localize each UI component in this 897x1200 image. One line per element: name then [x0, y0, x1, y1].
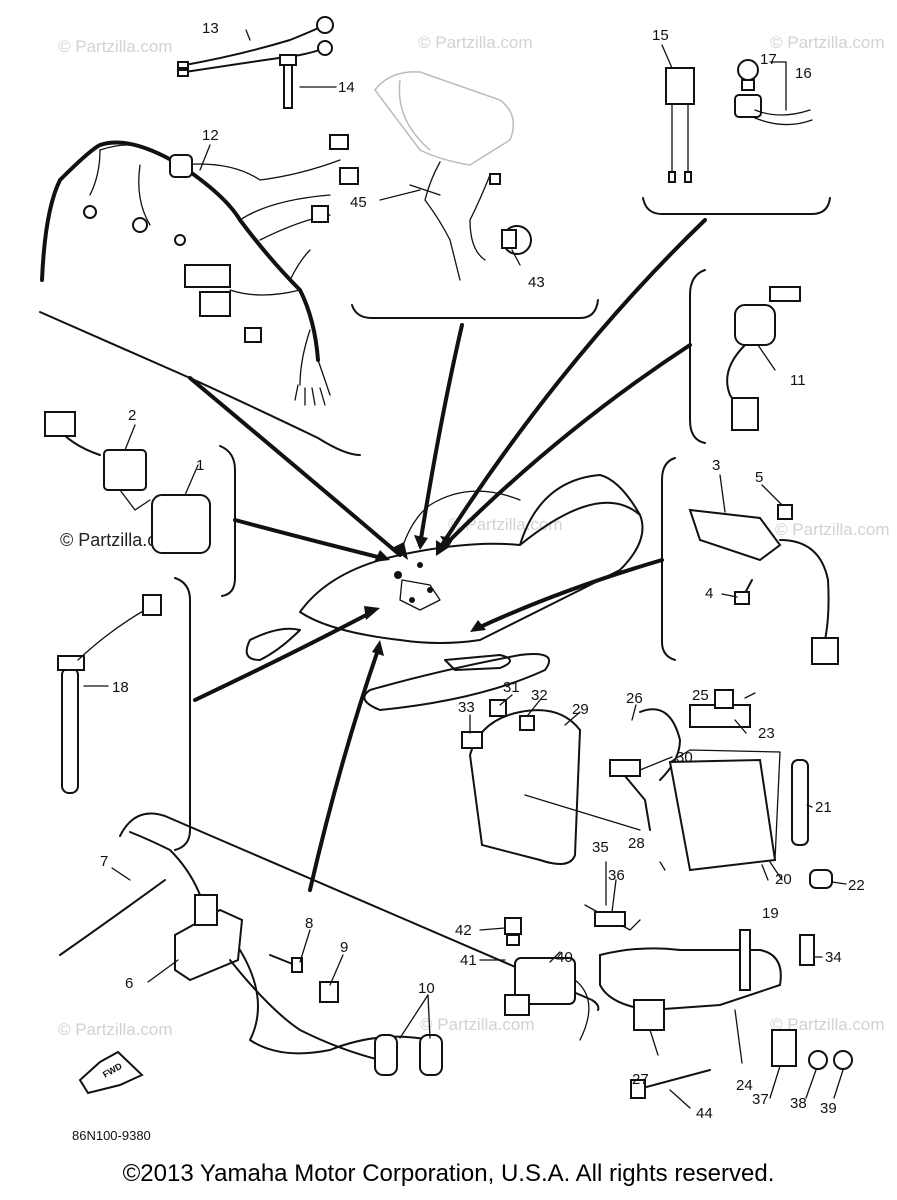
callout-26: 26 [626, 690, 643, 707]
callout-1: 1 [196, 457, 204, 474]
callout-43: 43 [528, 274, 545, 291]
callout-6: 6 [125, 975, 133, 992]
callout-14: 14 [338, 79, 355, 96]
callout-11: 11 [790, 372, 806, 389]
watermark: © Partzilla.com [58, 1020, 173, 1039]
forward-arrow-icon: FWD [78, 1050, 144, 1095]
callout-30: 30 [676, 749, 693, 766]
callout-45: 45 [350, 194, 367, 211]
main-switch-11 [726, 286, 801, 431]
callout-12: 12 [202, 127, 219, 144]
wire-harness-12 [40, 134, 359, 406]
callout-10: 10 [418, 980, 435, 997]
ignition-coil-6-10 [59, 831, 443, 1076]
handlebar-switch-1-2 [44, 411, 211, 554]
cable-band-14 [279, 54, 297, 109]
watermark: © Partzilla.com [775, 520, 890, 539]
watermark: © Partzilla.com [58, 37, 173, 56]
callout-33: 33 [458, 699, 475, 716]
callout-labels: 13 14 12 45 43 15 17 16 11 2 1 3 5 4 18 … [100, 20, 865, 1122]
leader-arrows [188, 218, 707, 892]
handlebar-switch-43-45 [374, 71, 532, 281]
callout-41: 41 [460, 952, 477, 969]
wire-lead-13 [177, 16, 334, 77]
callout-3: 3 [712, 457, 720, 474]
callout-9: 9 [340, 939, 348, 956]
callout-40: 40 [556, 949, 573, 966]
callout-2: 2 [128, 407, 136, 424]
battery-assembly [461, 689, 853, 1099]
watermark-prominent: © Partzilla.com [60, 530, 181, 550]
fuel-sender-18 [57, 594, 162, 794]
callout-42: 42 [455, 922, 472, 939]
callout-4: 4 [705, 585, 713, 602]
callout-13: 13 [202, 20, 219, 37]
callout-35: 35 [592, 839, 609, 856]
callout-25: 25 [692, 687, 709, 704]
regulator-3-4-5 [688, 504, 839, 665]
watermark: © Partzilla.com [770, 33, 885, 52]
callout-15: 15 [652, 27, 669, 44]
watermark: © Partzilla.com [448, 515, 563, 534]
callout-44: 44 [696, 1105, 713, 1122]
relay-15 [665, 67, 695, 183]
callout-28: 28 [628, 835, 645, 852]
vehicle-outline [245, 474, 644, 711]
watermark: © Partzilla.com [418, 33, 533, 52]
callout-18: 18 [112, 679, 129, 696]
callout-5: 5 [755, 469, 763, 486]
callout-24: 24 [736, 1077, 753, 1094]
callout-32: 32 [531, 687, 548, 704]
callout-34: 34 [825, 949, 842, 966]
callout-20: 20 [775, 871, 792, 888]
callout-31: 31 [503, 679, 520, 696]
diagram-code: 86N100-9380 [72, 1128, 151, 1143]
watermarks: © Partzilla.com © Partzilla.com © Partzi… [58, 33, 890, 1039]
callout-38: 38 [790, 1095, 807, 1112]
callout-19: 19 [762, 905, 779, 922]
callout-leaders [83, 29, 847, 1109]
watermark: © Partzilla.com [770, 1015, 885, 1034]
callout-7: 7 [100, 853, 108, 870]
copyright-notice: ©2013 Yamaha Motor Corporation, U.S.A. A… [122, 1160, 775, 1187]
callout-22: 22 [848, 877, 865, 894]
callout-21: 21 [815, 799, 832, 816]
callout-16: 16 [795, 65, 812, 82]
callout-8: 8 [305, 915, 313, 932]
callout-27: 27 [632, 1071, 649, 1088]
watermark: © Partzilla.com [420, 1015, 535, 1034]
bulb-socket-16-17 [734, 59, 813, 126]
callout-37: 37 [752, 1091, 769, 1108]
callout-17: 17 [760, 51, 777, 68]
callout-29: 29 [572, 701, 589, 718]
callout-23: 23 [758, 725, 775, 742]
callout-39: 39 [820, 1100, 837, 1117]
callout-36: 36 [608, 867, 625, 884]
